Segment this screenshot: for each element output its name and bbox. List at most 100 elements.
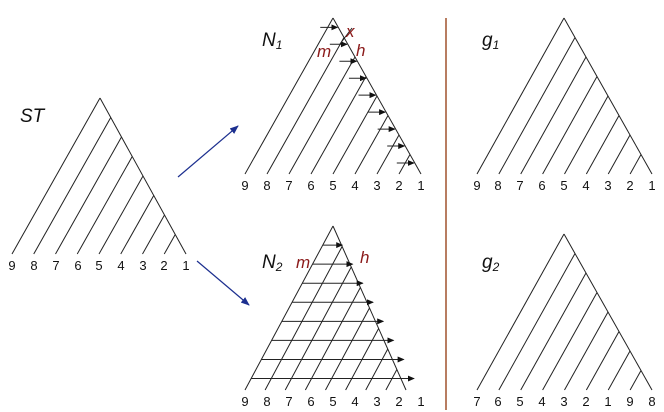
tree-branch xyxy=(476,17,565,175)
tree-branch xyxy=(11,97,101,255)
leaf-label: 1 xyxy=(604,394,611,409)
tree-branch xyxy=(98,175,144,255)
reticulation-x-edge xyxy=(339,27,353,45)
n2-label-h: h xyxy=(360,248,369,267)
leaf-label: 2 xyxy=(160,258,167,273)
g2-leaf-labels: 7 6 5 4 3 2 1 9 8 xyxy=(473,394,655,409)
leaf-label: 8 xyxy=(30,258,37,273)
g1-title: g1 xyxy=(482,30,499,52)
leaf-label: 2 xyxy=(582,394,589,409)
g1-tree-panel: g1 9 8 7 6 5 4 3 2 1 xyxy=(473,17,656,193)
leaf-label: 9 xyxy=(8,258,15,273)
leaf-label: 1 xyxy=(417,394,424,409)
tree-branch xyxy=(629,154,642,175)
leaf-label: 7 xyxy=(285,394,292,409)
leaf-label: 7 xyxy=(516,178,523,193)
n1-title: N1 xyxy=(262,30,282,52)
tree-branch xyxy=(564,95,609,175)
leaf-label: 6 xyxy=(538,178,545,193)
tree-branch xyxy=(304,287,361,391)
tree-branch xyxy=(76,156,133,255)
tree-branch xyxy=(244,225,334,391)
n2-network-panel: N2 m h 9 8 7 6 5 4 3 2 1 xyxy=(241,225,425,409)
tree-branch xyxy=(585,331,620,391)
n1-leaf-labels: 9 8 7 6 5 4 3 2 1 xyxy=(241,178,424,193)
tree-branch xyxy=(264,246,343,391)
tree-branch xyxy=(607,350,631,391)
leaf-label: 7 xyxy=(285,178,292,193)
n1-reticulation-edges xyxy=(320,24,415,166)
tree-branch xyxy=(376,134,400,175)
leaf-label: 1 xyxy=(648,178,655,193)
tree-branch xyxy=(629,370,642,391)
tree-branch xyxy=(244,17,334,175)
leaf-label: 8 xyxy=(263,178,270,193)
leaf-label: 6 xyxy=(74,258,81,273)
leaf-label: 5 xyxy=(516,394,523,409)
n1-label-m: m xyxy=(317,42,331,61)
n1-label-x: x xyxy=(345,22,355,41)
leaf-label: 4 xyxy=(117,258,124,273)
tree-branch xyxy=(325,307,370,391)
leaf-label: 3 xyxy=(373,394,380,409)
leaf-label: 5 xyxy=(329,394,336,409)
leaf-label: 3 xyxy=(373,178,380,193)
tree-branch xyxy=(498,37,576,175)
leaf-label: 4 xyxy=(351,178,358,193)
leaf-label: 9 xyxy=(241,394,248,409)
leaf-label: 4 xyxy=(351,394,358,409)
g1-leaf-labels: 9 8 7 6 5 4 3 2 1 xyxy=(473,178,655,193)
tree-branch xyxy=(585,115,620,175)
leaf-label: 1 xyxy=(182,258,189,273)
tree-branch xyxy=(607,134,631,175)
tree-branch xyxy=(542,76,598,175)
leaf-label: 5 xyxy=(560,178,567,193)
leaf-label: 6 xyxy=(494,394,501,409)
leaf-label: 9 xyxy=(626,394,633,409)
tree-branch xyxy=(354,115,389,175)
leaf-label: 8 xyxy=(263,394,270,409)
leaf-label: 4 xyxy=(582,178,589,193)
g2-tree-panel: g2 7 6 5 4 3 2 1 9 8 xyxy=(473,233,656,409)
leaf-label: 2 xyxy=(395,394,402,409)
tree-branch xyxy=(520,272,587,391)
g2-tree xyxy=(476,233,653,391)
leaf-label: 2 xyxy=(395,178,402,193)
n2-leaf-labels: 9 8 7 6 5 4 3 2 1 xyxy=(241,394,424,409)
leaf-label: 3 xyxy=(604,178,611,193)
leaf-label: 6 xyxy=(307,394,314,409)
leaf-label: 7 xyxy=(52,258,59,273)
tree-branch xyxy=(398,154,411,175)
tree-branch xyxy=(385,369,398,391)
n2-tree xyxy=(244,225,407,391)
leaf-label: 3 xyxy=(560,394,567,409)
g2-title: g2 xyxy=(482,252,500,274)
tree-branch xyxy=(55,136,122,255)
tree-branch xyxy=(163,234,176,255)
leaf-label: 3 xyxy=(139,258,146,273)
tree-branch xyxy=(142,214,165,255)
arrow-to-n2 xyxy=(196,260,250,306)
leaf-label: 2 xyxy=(626,178,633,193)
leaf-label: 4 xyxy=(538,394,545,409)
tree-branch xyxy=(288,56,356,175)
st-title: ST xyxy=(20,106,46,127)
tree-branch xyxy=(120,195,155,255)
n2-title: N2 xyxy=(262,252,283,274)
tree-branch xyxy=(332,95,378,175)
leaf-label: 6 xyxy=(307,178,314,193)
st-leaf-labels: 9 8 7 6 5 4 3 2 1 xyxy=(8,258,189,273)
tree-branch xyxy=(33,117,112,255)
arrow-to-n1 xyxy=(177,125,239,178)
n2-reticulation-edges xyxy=(251,242,415,382)
leaf-label: 8 xyxy=(494,178,501,193)
n1-label-h: h xyxy=(356,41,365,60)
tree-branch xyxy=(266,37,345,175)
leaf-label: 5 xyxy=(95,258,102,273)
tree-branch xyxy=(542,292,598,391)
tree-branch xyxy=(310,76,367,175)
st-tree xyxy=(11,97,187,255)
n2-label-m: m xyxy=(296,253,310,272)
tree-branch xyxy=(520,56,587,175)
